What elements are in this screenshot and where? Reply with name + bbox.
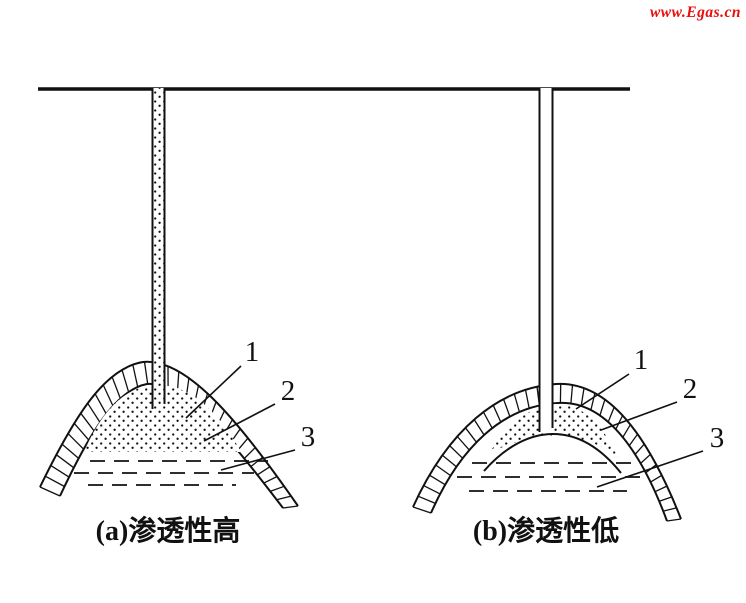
leader-a-3 [220,449,296,471]
water-zone-b [457,462,649,492]
leader-b-2 [600,401,678,431]
leader-b-3 [596,450,704,488]
well-b-bore-fill [540,88,552,431]
leader-b-1 [575,373,630,410]
watermark-text: www.Egas.cn [650,4,741,21]
figure-a: 1 2 3 (a)渗透性高 [39,88,316,547]
well-a-bore-fill [153,88,164,407]
label-a-1: 1 [245,336,260,368]
label-a-3: 3 [301,421,316,453]
water-zone-a [74,460,268,486]
gas-zone-b [490,404,618,458]
figure-b: 1 2 3 (b)渗透性低 [412,88,725,547]
label-b-2: 2 [683,373,698,405]
caption-b: (b)渗透性低 [473,514,619,547]
label-a-2: 2 [281,375,296,407]
inner-trap-curve-b [483,432,622,474]
dome-a-outer-curve [39,360,299,507]
label-b-3: 3 [710,422,725,454]
leader-a-1 [185,365,242,419]
caption-a: (a)渗透性高 [96,514,241,547]
leader-a-2 [203,403,276,442]
label-b-1: 1 [634,344,649,376]
dome-b-inner-curve [430,401,668,522]
